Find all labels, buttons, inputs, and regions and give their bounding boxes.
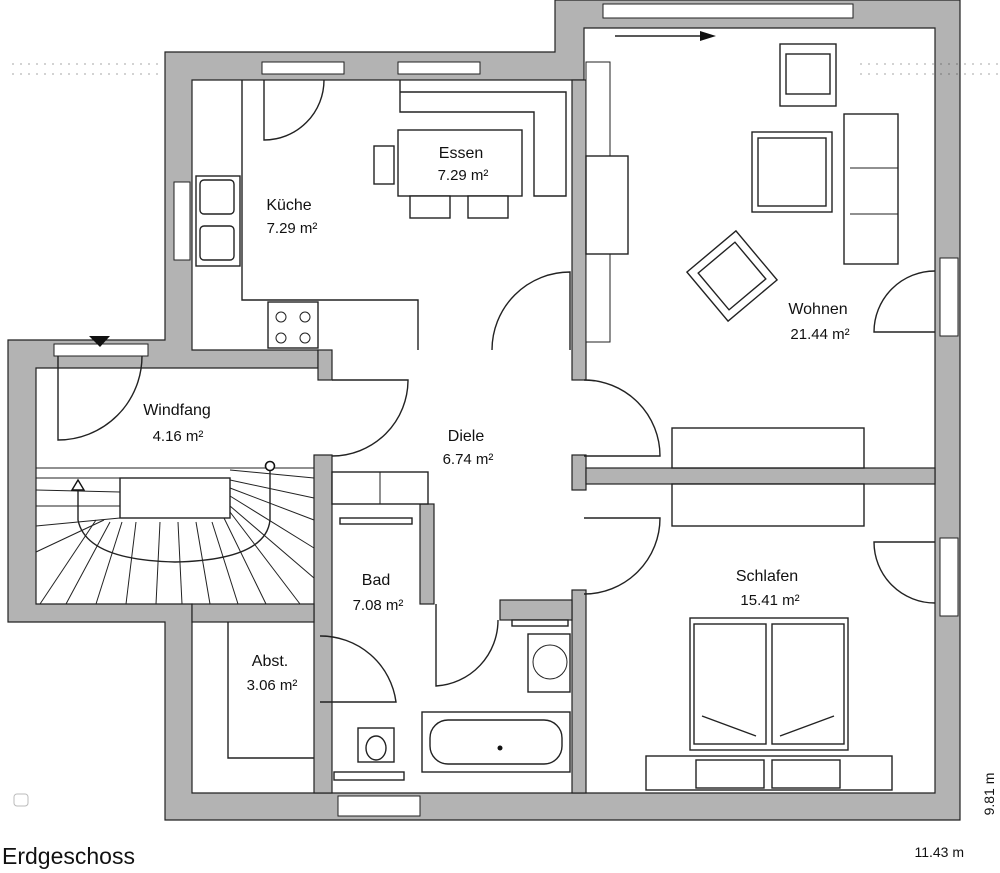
room-label-windfang: Windfang xyxy=(143,402,211,419)
room-label-diele: Diele xyxy=(448,428,485,445)
room-area-essen: 7.29 m² xyxy=(438,167,489,184)
storage-shelf xyxy=(227,622,314,759)
living-furniture xyxy=(585,43,899,469)
kitchen-furniture xyxy=(195,80,567,350)
room-labels: Küche 7.29 m² Essen 7.29 m² Wohnen 21.44… xyxy=(143,145,849,694)
hall-cabinet xyxy=(331,471,429,505)
room-area-schlafen: 15.41 m² xyxy=(740,592,799,609)
entrance-arrow-icon xyxy=(89,336,110,347)
depth-dimension: 9.81 m xyxy=(981,773,997,816)
room-label-kueche: Küche xyxy=(266,197,311,214)
bathroom-fixtures xyxy=(333,517,571,781)
doors xyxy=(57,79,936,703)
room-area-abst: 3.06 m² xyxy=(247,677,298,694)
width-dimension: 11.43 m xyxy=(914,844,964,860)
north-marker xyxy=(13,793,29,807)
floor-title: Erdgeschoss xyxy=(2,843,135,869)
sliding-door-arrow-icon xyxy=(615,31,716,41)
room-area-kueche: 7.29 m² xyxy=(267,220,318,237)
room-area-wohnen: 21.44 m² xyxy=(790,326,849,343)
staircase xyxy=(35,460,315,605)
facade-guides xyxy=(12,63,1000,75)
room-area-windfang: 4.16 m² xyxy=(153,428,204,445)
room-label-wohnen: Wohnen xyxy=(788,301,847,318)
room-label-abst: Abst. xyxy=(252,653,288,670)
room-label-schlafen: Schlafen xyxy=(736,568,798,585)
room-area-bad: 7.08 m² xyxy=(353,597,404,614)
bedroom-furniture xyxy=(645,483,893,791)
room-label-essen: Essen xyxy=(439,145,483,162)
room-label-bad: Bad xyxy=(362,572,390,589)
room-area-diele: 6.74 m² xyxy=(443,451,494,468)
